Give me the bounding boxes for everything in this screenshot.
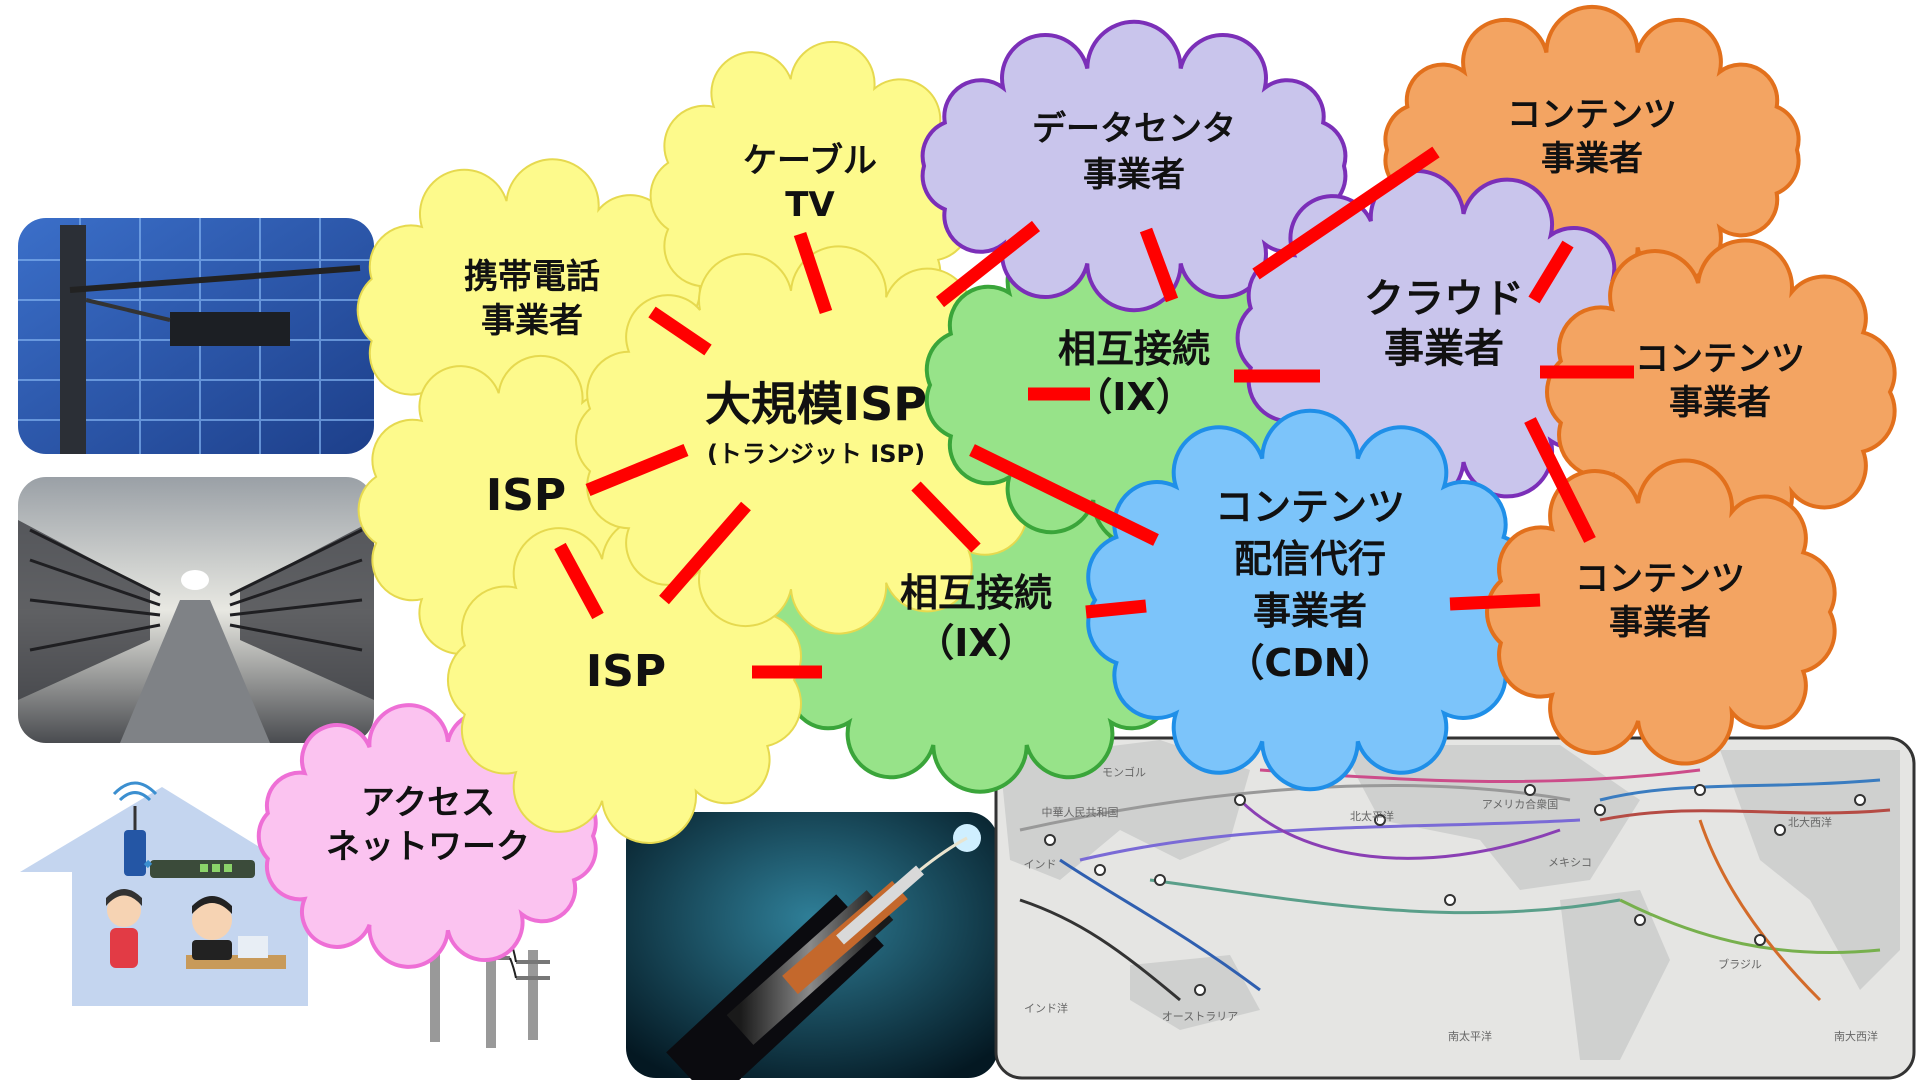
map-label: 南大西洋 [1834, 1029, 1878, 1043]
map-label: モンゴル [1102, 765, 1146, 779]
isp-b-label: ISP [586, 646, 666, 697]
submarine-cable-map: モンゴル 中華人民共和国 北太平洋 アメリカ合衆国 北大西洋 インド メキシコ … [994, 736, 1916, 1080]
map-label: 中華人民共和国 [1042, 806, 1119, 819]
content-mid-label-2: 事業者 [1669, 383, 1771, 423]
link-bar [1139, 227, 1179, 303]
content-top-label-1: コンテンツ [1507, 95, 1677, 135]
link-bar [911, 481, 981, 553]
link-layer [554, 146, 1634, 679]
datacenter-label-1: データセンタ [1032, 109, 1236, 149]
link-bar [1085, 599, 1147, 619]
cable-tv-label-2: TV [785, 185, 835, 225]
ix-upper-label-2: （IX） [1074, 375, 1193, 419]
building-photo [18, 218, 374, 454]
map-label: インド洋 [1024, 1001, 1068, 1015]
link-bar [1528, 240, 1574, 304]
map-label: 北大西洋 [1788, 815, 1832, 829]
datacenter-label-2: 事業者 [1083, 155, 1185, 195]
ix-lower-label-2: （IX） [916, 621, 1035, 665]
cloud-op-label-2: 事業者 [1384, 326, 1504, 372]
cloud-op-label-1: クラウド [1364, 276, 1524, 322]
link-bar [935, 220, 1041, 308]
link-bar [1252, 146, 1440, 280]
map-label: オーストラリア [1162, 1010, 1238, 1023]
ix-upper-label-1: 相互接続 [1058, 327, 1210, 371]
access-label-1: アクセス [361, 783, 495, 823]
link-bar [969, 444, 1159, 546]
mobile-label-1: 携帯電話 [464, 257, 600, 297]
submarine-cable-photo [626, 812, 998, 1080]
cdn-cloud [1086, 408, 1534, 792]
link-bar [1449, 593, 1541, 611]
cdn-label-2: 配信代行 [1234, 537, 1386, 581]
ix-lower-label-1: 相互接続 [900, 571, 1052, 615]
home-illustration [20, 781, 308, 1006]
cloud-labels: 携帯電話 事業者 ケーブル TV 大規模ISP (トランジット ISP) ISP… [326, 95, 1805, 867]
link-bar [554, 542, 604, 620]
link-bar [585, 443, 689, 497]
mobile-label-2: 事業者 [481, 301, 583, 341]
link-bar [793, 231, 833, 315]
isp-a-label: ISP [486, 470, 566, 521]
content-low-cloud [1485, 458, 1837, 766]
cable-tv-label-1: ケーブル [743, 141, 877, 181]
link-bar [659, 501, 751, 605]
map-label: 北太平洋 [1350, 809, 1394, 823]
access-label-2: ネットワーク [326, 827, 530, 867]
content-low-label-1: コンテンツ [1575, 559, 1745, 599]
content-mid-cloud [1545, 238, 1897, 546]
link-bar [648, 306, 712, 356]
content-top-label-2: 事業者 [1541, 139, 1643, 179]
map-label: ブラジル [1718, 957, 1762, 971]
content-low-label-2: 事業者 [1609, 603, 1711, 643]
link-bar [1524, 417, 1596, 543]
cdn-label-1: コンテンツ [1215, 485, 1405, 529]
map-label: 南太平洋 [1448, 1029, 1492, 1043]
map-label: アメリカ合衆国 [1482, 797, 1558, 811]
map-label: インド [1024, 858, 1057, 871]
content-mid-label-1: コンテンツ [1635, 339, 1805, 379]
cdn-label-4: （CDN） [1226, 641, 1393, 685]
cdn-label-3: 事業者 [1253, 589, 1367, 633]
map-label: メキシコ [1548, 856, 1592, 869]
large-isp-sublabel: (トランジット ISP) [707, 440, 925, 468]
cable-tunnel-photo [18, 477, 374, 743]
large-isp-label: 大規模ISP [705, 377, 927, 431]
